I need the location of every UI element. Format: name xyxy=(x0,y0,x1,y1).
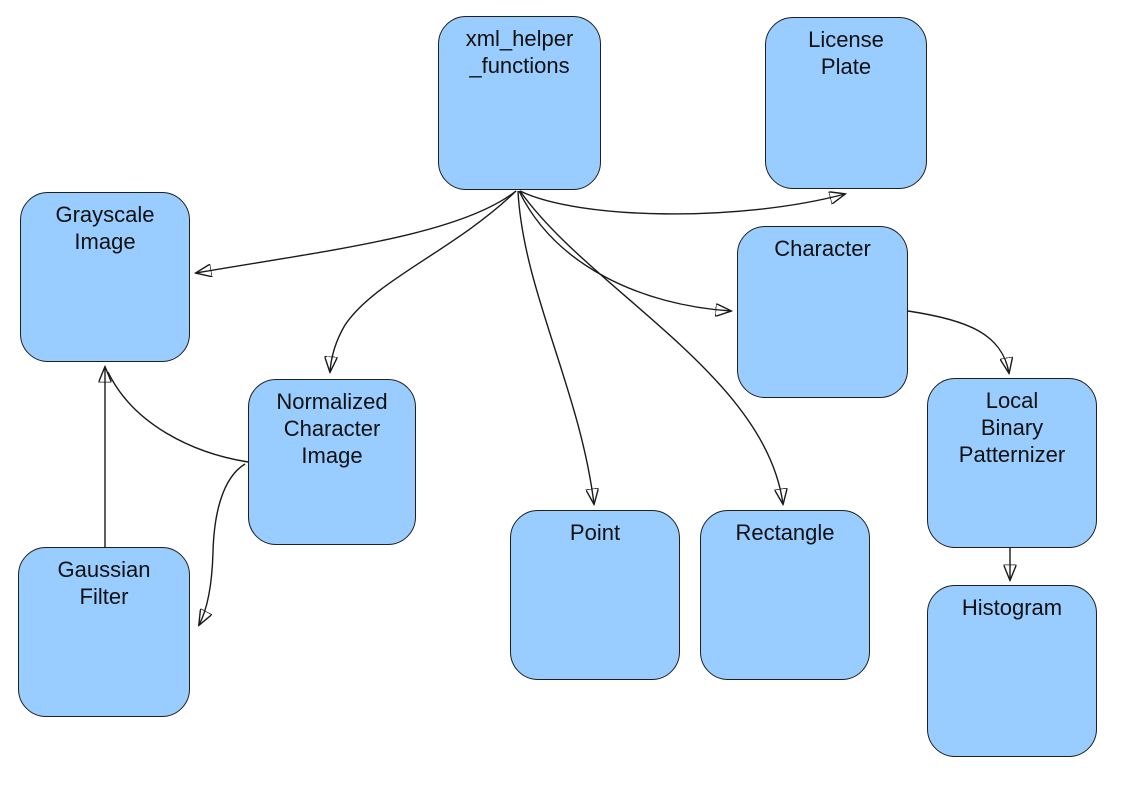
node-label: Rectangle xyxy=(735,520,835,545)
edge-normalized-character-image-to-grayscale-image xyxy=(107,371,249,463)
node-label: Point xyxy=(569,520,621,545)
node-histogram: Histogram xyxy=(927,585,1097,757)
node-label: Local Binary Patternizer xyxy=(958,388,1066,467)
node-license-plate: License Plate xyxy=(765,17,927,189)
node-label: Character xyxy=(774,236,871,261)
node-label: Histogram xyxy=(961,595,1063,620)
edge-xml-helper-functions-to-point xyxy=(517,190,594,504)
node-label: xml_helper _functions xyxy=(465,26,574,78)
edge-normalized-character-image-to-gaussian-filter xyxy=(199,463,246,625)
edge-xml-helper-functions-to-grayscale-image xyxy=(196,190,517,273)
node-character: Character xyxy=(737,226,908,398)
node-grayscale-image: Grayscale Image xyxy=(20,192,190,362)
edge-xml-helper-functions-to-rectangle xyxy=(519,190,783,504)
node-label: Gaussian Filter xyxy=(57,557,151,609)
node-label: Grayscale Image xyxy=(55,202,155,254)
node-xml-helper-functions: xml_helper _functions xyxy=(438,16,601,190)
node-label: License Plate xyxy=(808,27,884,79)
node-gaussian-filter: Gaussian Filter xyxy=(18,547,190,717)
node-point: Point xyxy=(510,510,680,680)
edge-xml-helper-functions-to-character xyxy=(518,190,731,311)
node-label: Normalized Character Image xyxy=(276,389,388,468)
edge-xml-helper-functions-to-license-plate xyxy=(519,190,845,215)
node-normalized-character-image: Normalized Character Image xyxy=(248,379,416,545)
edge-character-to-local-binary-patternizer xyxy=(907,310,1009,373)
node-local-binary-patternizer: Local Binary Patternizer xyxy=(927,378,1097,548)
node-rectangle: Rectangle xyxy=(700,510,870,680)
edge-xml-helper-functions-to-normalized-character-image xyxy=(330,190,517,372)
